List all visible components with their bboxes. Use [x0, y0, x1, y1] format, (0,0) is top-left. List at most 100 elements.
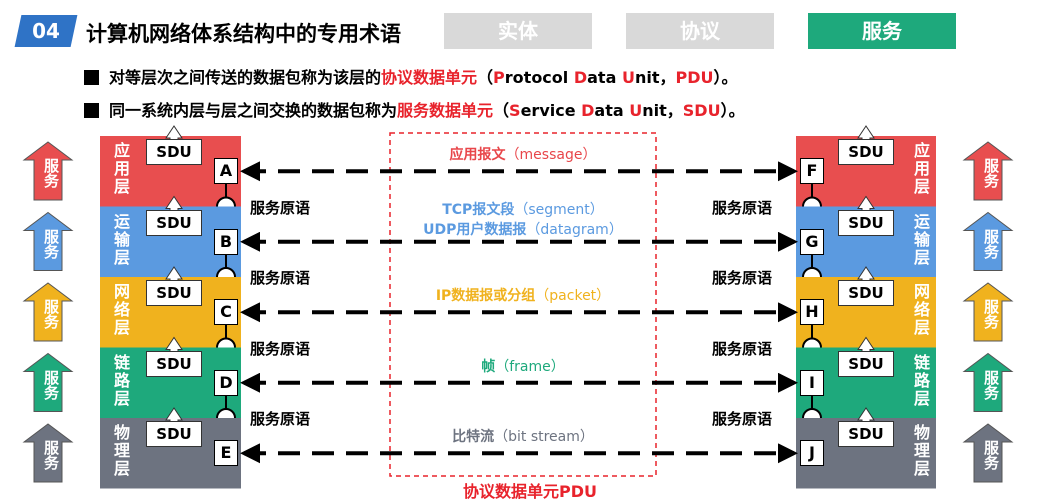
message-name: 应用报文 — [449, 147, 506, 163]
pdu-message-label: 帧（frame） — [395, 356, 651, 376]
right-sdu-box: SDU — [838, 139, 894, 165]
bullet-initial: U — [629, 101, 643, 120]
message-english: （bit stream） — [494, 429, 594, 445]
bullet-initial: U — [621, 68, 635, 87]
right-service-arrow-icon — [962, 282, 1014, 342]
left-service-arrow-icon — [22, 211, 74, 271]
tab-service-label: 服务 — [862, 19, 902, 43]
bullet-square-icon — [84, 70, 99, 85]
right-sdu-box: SDU — [838, 421, 894, 447]
right-sap-box: G — [800, 228, 824, 255]
left-sdu-box: SDU — [146, 139, 202, 165]
bullet-initial: D — [581, 101, 595, 120]
left-service-primitive-label: 服务原语 — [250, 339, 311, 358]
service-arrow-label: 服务 — [42, 299, 60, 329]
service-arrow-label: 服务 — [42, 158, 60, 188]
left-layer-name: 运输层 — [111, 212, 130, 267]
right-service-arrow-icon — [962, 352, 1014, 412]
message-english-2: （datagram） — [526, 221, 623, 238]
right-service-primitive-label: 服务原语 — [712, 198, 773, 217]
bullet-word: ata — [594, 101, 630, 120]
bullet-paren: （ — [477, 68, 494, 87]
service-arrow-label: 服务 — [42, 228, 60, 259]
pdu-message-label: TCP报文段（segment） UDP用户数据报（datagram） — [395, 199, 651, 239]
message-name-2: UDP用户数据报 — [423, 221, 527, 238]
bullet-initial: D — [573, 68, 588, 87]
message-english: （packet） — [535, 288, 611, 304]
left-sdu-box: SDU — [146, 350, 202, 377]
service-arrow-label: 服务 — [982, 440, 1000, 470]
left-service-primitive-label: 服务原语 — [250, 410, 311, 428]
left-sap-box: E — [214, 440, 238, 467]
bullet-word: ervice — [520, 101, 582, 120]
message-name: 帧 — [481, 358, 496, 375]
slide-title: 计算机网络体系结构中的专用术语 — [86, 22, 401, 46]
bullet-word: nit， — [642, 101, 683, 120]
right-layer-name: 应用层 — [911, 142, 930, 196]
left-service-arrow-icon — [22, 141, 74, 201]
bullet-abbr: SDU — [682, 101, 721, 120]
left-sap-box: B — [214, 228, 238, 255]
right-sap-box: H — [800, 299, 824, 326]
bullet-term: 服务数据单元 — [397, 101, 494, 120]
right-service-arrow-icon — [962, 141, 1014, 201]
right-service-primitive-label: 服务原语 — [712, 339, 773, 358]
right-sdu-box: SDU — [838, 350, 894, 377]
bullet-word: nit， — [634, 68, 676, 87]
bullet-word: ata — [587, 68, 622, 87]
right-sdu-box: SDU — [838, 280, 894, 306]
service-arrow-label: 服务 — [982, 299, 1000, 329]
service-arrow-label: 服务 — [42, 369, 60, 400]
left-service-arrow-icon — [22, 423, 74, 483]
left-sap-box: A — [214, 158, 238, 185]
right-layer-name: 运输层 — [911, 212, 930, 267]
right-sap-box: J — [800, 440, 824, 467]
message-name: TCP报文段 — [442, 201, 515, 218]
right-layer-name: 物理层 — [911, 424, 930, 478]
left-service-primitive-label: 服务原语 — [250, 198, 311, 217]
bullet-pdu: 对等层次之间传送的数据包称为该层的协议数据单元（Protocol Data Un… — [84, 64, 737, 88]
tab-protocol[interactable]: 协议 — [626, 13, 774, 49]
left-layer-name: 物理层 — [111, 424, 130, 478]
bullet-paren: ）。 — [720, 101, 745, 120]
pdu-message-label: IP数据报或分组（packet） — [395, 285, 651, 305]
right-service-arrow-icon — [962, 211, 1014, 271]
bullet-text: 同一系统内层与层之间交换的数据包称为 — [109, 101, 398, 120]
left-service-arrow-icon — [22, 282, 74, 342]
left-sdu-box: SDU — [146, 421, 202, 447]
message-english: （segment） — [514, 201, 604, 218]
bullet-sdu: 同一系统内层与层之间交换的数据包称为服务数据单元（Service Data Un… — [84, 97, 745, 121]
left-layer-name: 网络层 — [111, 283, 130, 337]
message-name: 比特流 — [452, 429, 495, 445]
pdu-message-label: 应用报文（message） — [395, 144, 651, 164]
left-sdu-box: SDU — [146, 280, 202, 306]
pdu-message-label: 比特流（bit stream） — [395, 426, 651, 446]
left-layer-name: 链路层 — [111, 353, 130, 408]
tab-service[interactable]: 服务 — [808, 13, 956, 49]
left-sdu-box: SDU — [146, 209, 202, 236]
service-arrow-label: 服务 — [42, 440, 60, 470]
right-sap-box: F — [800, 158, 824, 185]
bullet-word: rotocol — [504, 68, 574, 87]
service-arrow-label: 服务 — [982, 228, 1000, 259]
right-sap-box: I — [800, 369, 824, 396]
tab-protocol-label: 协议 — [680, 19, 720, 43]
service-arrow-label: 服务 — [982, 369, 1000, 400]
right-layer-name: 网络层 — [911, 283, 930, 337]
tab-entity[interactable]: 实体 — [444, 13, 592, 49]
left-service-primitive-label: 服务原语 — [250, 269, 311, 287]
bullet-term: 协议数据单元 — [381, 68, 478, 87]
right-sdu-box: SDU — [838, 209, 894, 236]
right-layer-name: 链路层 — [911, 353, 930, 408]
bullet-initial: S — [509, 101, 521, 120]
bullet-text: 对等层次之间传送的数据包称为该层的 — [109, 68, 382, 87]
right-service-arrow-icon — [962, 423, 1014, 483]
message-english: （message） — [505, 147, 597, 163]
bullet-initial: P — [493, 68, 505, 87]
service-arrow-label: 服务 — [982, 158, 1000, 188]
right-service-primitive-label: 服务原语 — [712, 269, 773, 287]
left-sap-box: D — [214, 369, 238, 396]
bullet-square-icon — [84, 103, 99, 118]
message-english: （frame） — [495, 358, 565, 375]
